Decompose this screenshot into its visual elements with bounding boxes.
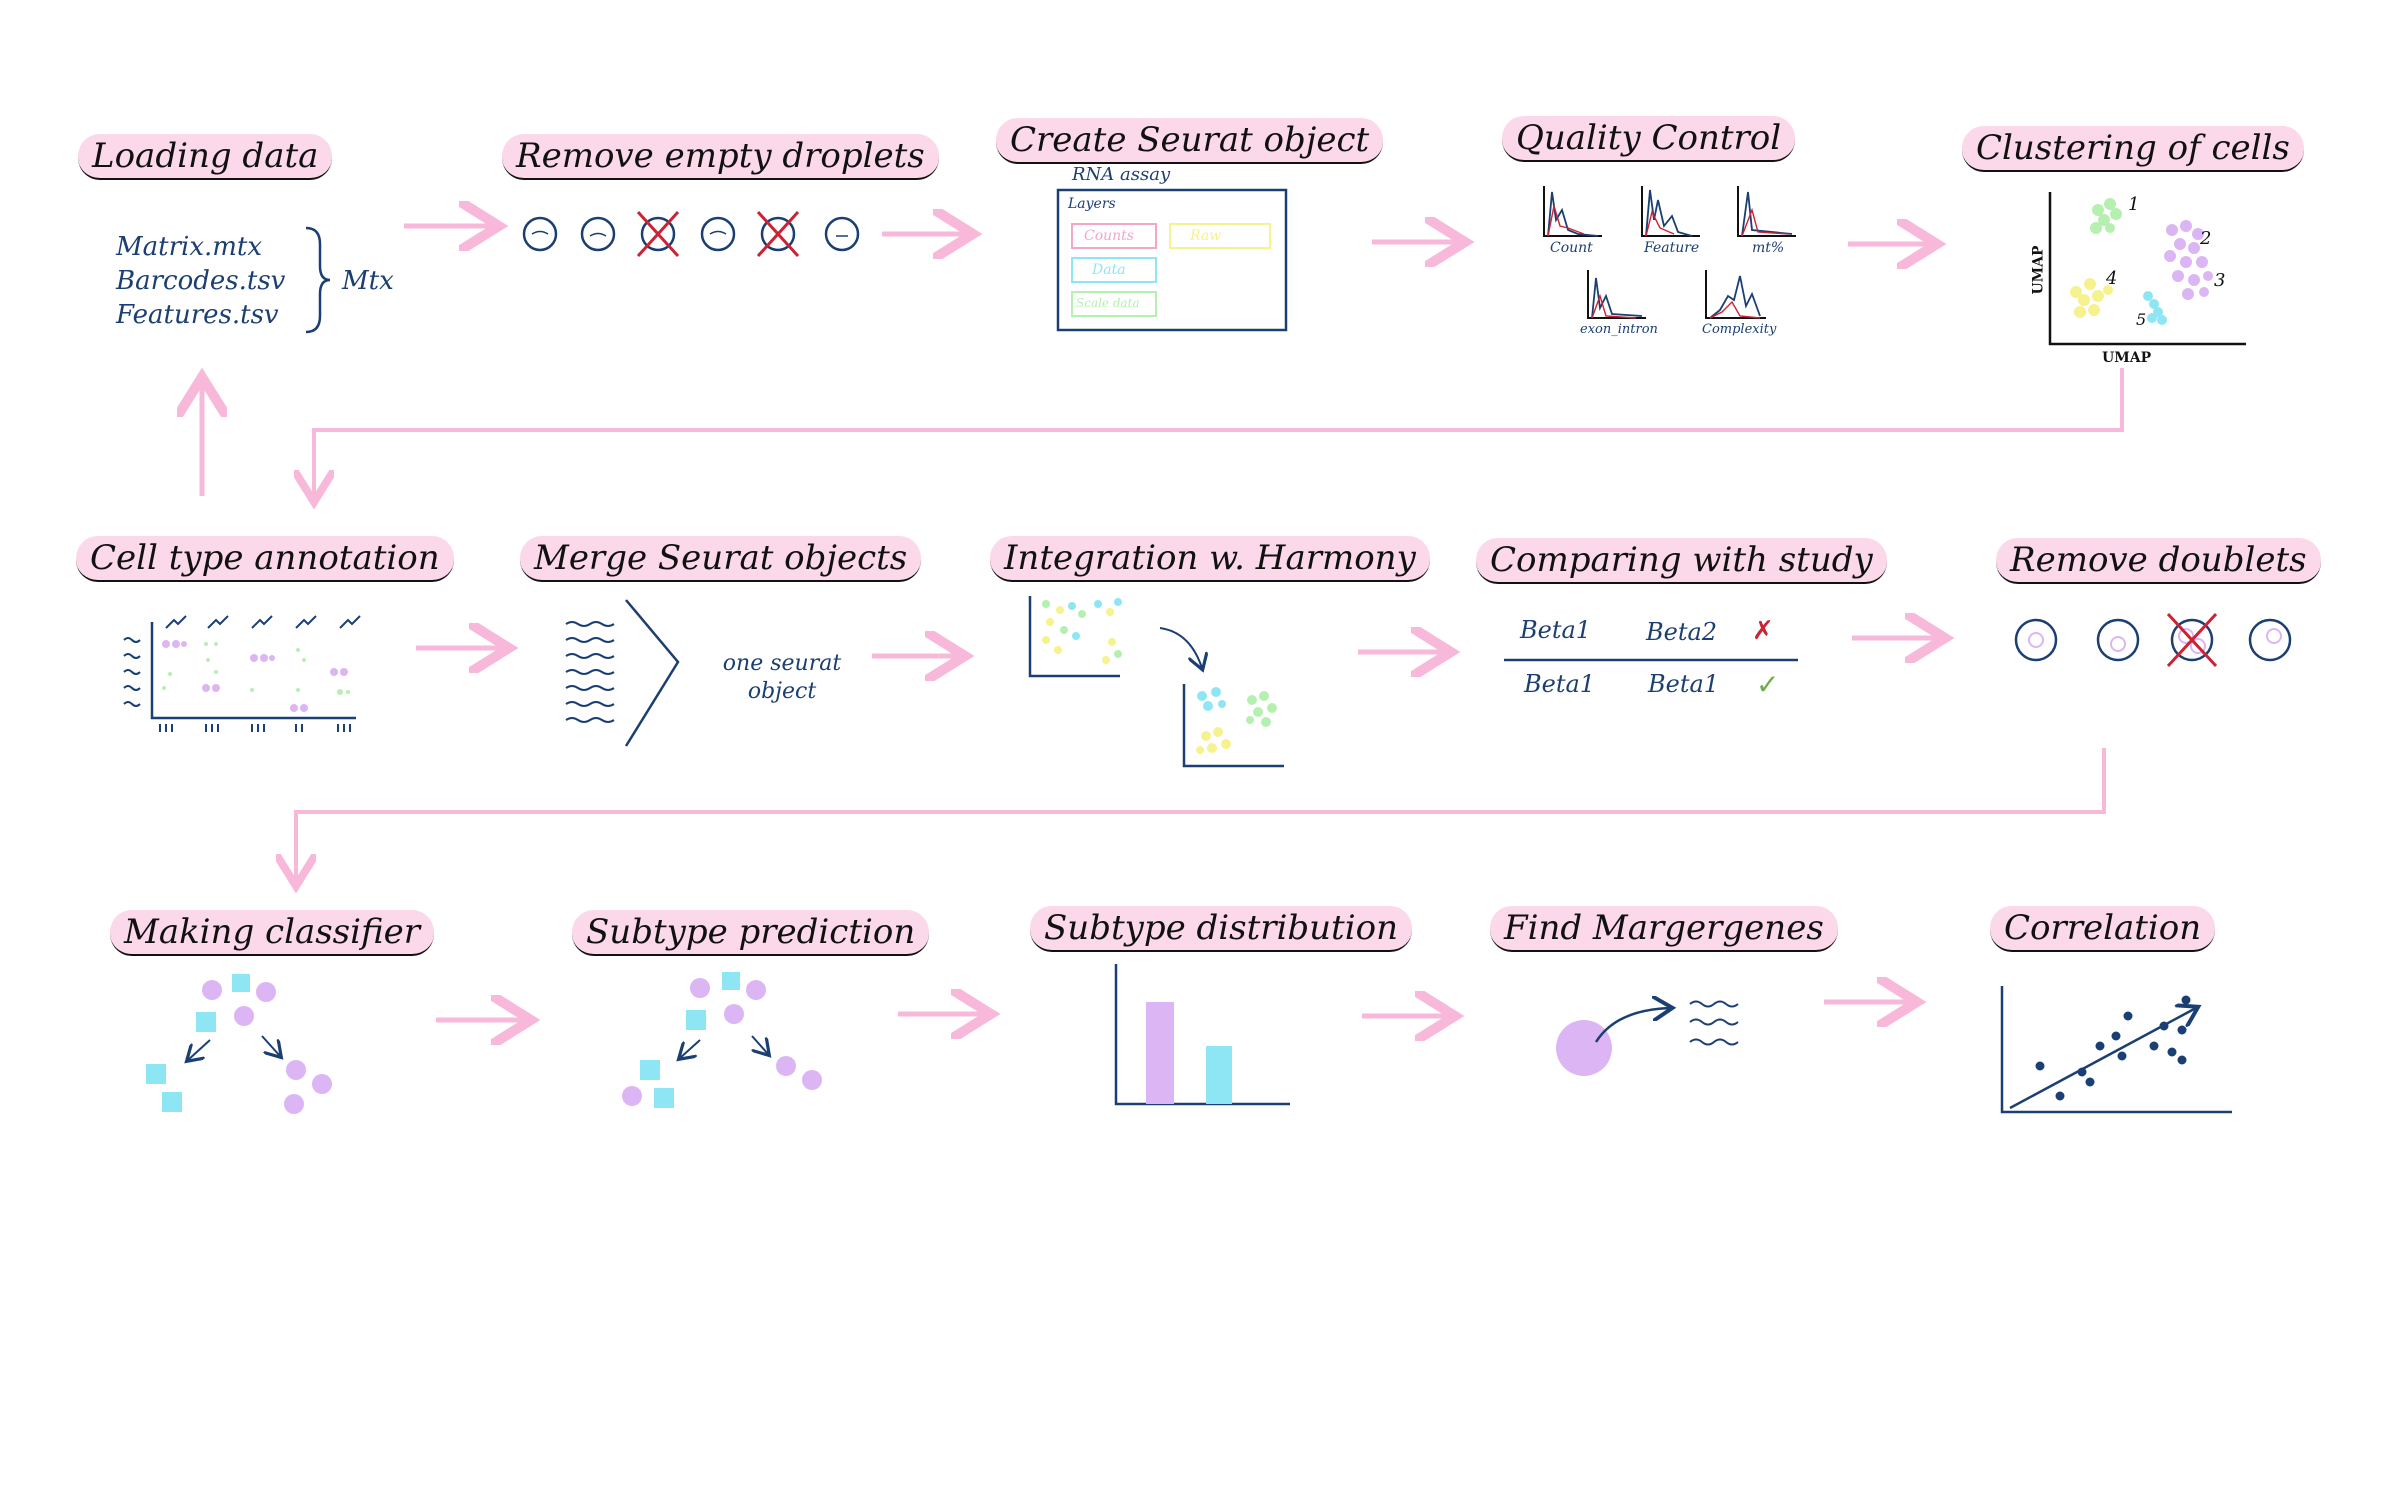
- layer-counts-label: Counts: [1084, 228, 1134, 244]
- marker-arrow: [1594, 1008, 1670, 1043]
- qc-label-exon: exon_intron: [1580, 322, 1658, 337]
- assay-label: RNA assay: [1072, 164, 1171, 185]
- classifier-tree: [146, 974, 332, 1114]
- distribution-bar-2: [1206, 1046, 1232, 1104]
- umap-ylabel: UMAP: [2030, 245, 2047, 295]
- step-title-qc: Quality Control: [1502, 116, 1796, 162]
- harmony-arrow: [1159, 627, 1202, 668]
- seurat-box: [1056, 188, 1288, 332]
- harmony-axes-after: [1182, 684, 1284, 768]
- step-title-harmony: Integration w. Harmony: [990, 536, 1430, 582]
- compare-r1c2: Beta2: [1646, 618, 1718, 646]
- step-title-marker: Find Margergenes: [1490, 906, 1838, 952]
- harmony-dots-before: [1042, 598, 1122, 664]
- cluster-label-5: 5: [2136, 310, 2147, 329]
- brace-icon: [305, 226, 331, 334]
- step-title-cluster: Clustering of cells: [1962, 126, 2304, 172]
- cluster-label-1: 1: [2128, 194, 2140, 215]
- layers-label: Layers: [1068, 196, 1116, 212]
- cluster-4: [2070, 278, 2113, 318]
- file-features: Features.tsv: [116, 300, 279, 330]
- compare-r1-mark: ✗: [1752, 616, 1774, 646]
- qc-label-feature: Feature: [1644, 240, 1700, 256]
- dotplot-dots: [162, 640, 350, 712]
- step-title-doublets: Remove doublets: [1996, 538, 2321, 584]
- qc-label-count: Count: [1550, 240, 1593, 256]
- layer-scale: [1071, 291, 1157, 317]
- umap-xlabel: UMAP: [2102, 350, 2152, 366]
- layer-counts: [1071, 223, 1157, 249]
- merge-result: one seurat object: [722, 651, 842, 704]
- layer-raw: [1169, 223, 1271, 249]
- step-title-annot: Cell type annotation: [76, 536, 454, 582]
- distribution-axes: [1114, 964, 1290, 1106]
- qc-plots: [1543, 186, 1796, 319]
- layer-raw-label: Raw: [1190, 228, 1222, 244]
- step-title-empty: Remove empty droplets: [502, 134, 939, 180]
- cross-icon: [636, 210, 800, 258]
- gene-lines: [1689, 1000, 1739, 1046]
- harmony-dots-after: [1196, 687, 1277, 754]
- connector-row1-row2: [314, 368, 2124, 498]
- dotplot-axes: [150, 622, 356, 720]
- step-title-dist: Subtype distribution: [1030, 906, 1412, 952]
- correlation-points: [2035, 995, 2191, 1101]
- file-barcodes: Barcodes.tsv: [116, 266, 286, 296]
- umap-axes: [2048, 192, 2246, 346]
- step-title-merge: Merge Seurat objects: [520, 536, 922, 582]
- flow-arrows: [202, 226, 1940, 1020]
- cluster-label-2: 2: [2200, 228, 2212, 249]
- merge-lines: [565, 599, 680, 747]
- step-title-corr: Correlation: [1990, 906, 2216, 952]
- file-group-label: Mtx: [342, 266, 394, 296]
- droplets: [522, 216, 860, 252]
- doublet-cells: [2014, 618, 2292, 662]
- prediction-tree: [622, 972, 822, 1108]
- layer-scale-label: Scale data: [1076, 296, 1140, 310]
- compare-r2c1: Beta1: [1524, 670, 1596, 698]
- cell-icon: [1556, 1020, 1612, 1076]
- compare-r2c2: Beta1: [1648, 670, 1720, 698]
- cluster-2-3: [2164, 220, 2213, 300]
- cluster-1: [2090, 198, 2122, 234]
- cluster-label-4: 4: [2106, 268, 2118, 289]
- layer-data: [1071, 257, 1157, 283]
- qc-label-complexity: Complexity: [1702, 322, 1777, 337]
- harmony-axes-before: [1028, 596, 1120, 678]
- step-title-classifier: Making classifier: [110, 910, 435, 956]
- cluster-label-3: 3: [2214, 270, 2226, 291]
- file-matrix: Matrix.mtx: [116, 232, 263, 262]
- merge-chevron: [624, 599, 680, 747]
- step-title-compare: Comparing with study: [1476, 538, 1887, 584]
- step-title-loading: Loading data: [78, 134, 333, 180]
- layer-data-label: Data: [1092, 262, 1126, 278]
- step-title-seurat: Create Seurat object: [996, 118, 1384, 164]
- compare-r1c1: Beta1: [1520, 616, 1592, 644]
- cluster-5: [2143, 291, 2167, 325]
- trend-arrow: [2009, 1008, 2196, 1110]
- compare-r2-mark: ✓: [1756, 668, 1780, 701]
- dotplot-labels: [123, 615, 361, 732]
- doublet-cross-icon: [2166, 612, 2218, 668]
- qc-label-mt: mt%: [1752, 240, 1785, 256]
- connector-row2-row3: [296, 748, 2106, 882]
- correlation-axes: [2000, 986, 2232, 1114]
- distribution-bar-1: [1146, 1002, 1174, 1104]
- step-title-subtype: Subtype prediction: [572, 910, 930, 956]
